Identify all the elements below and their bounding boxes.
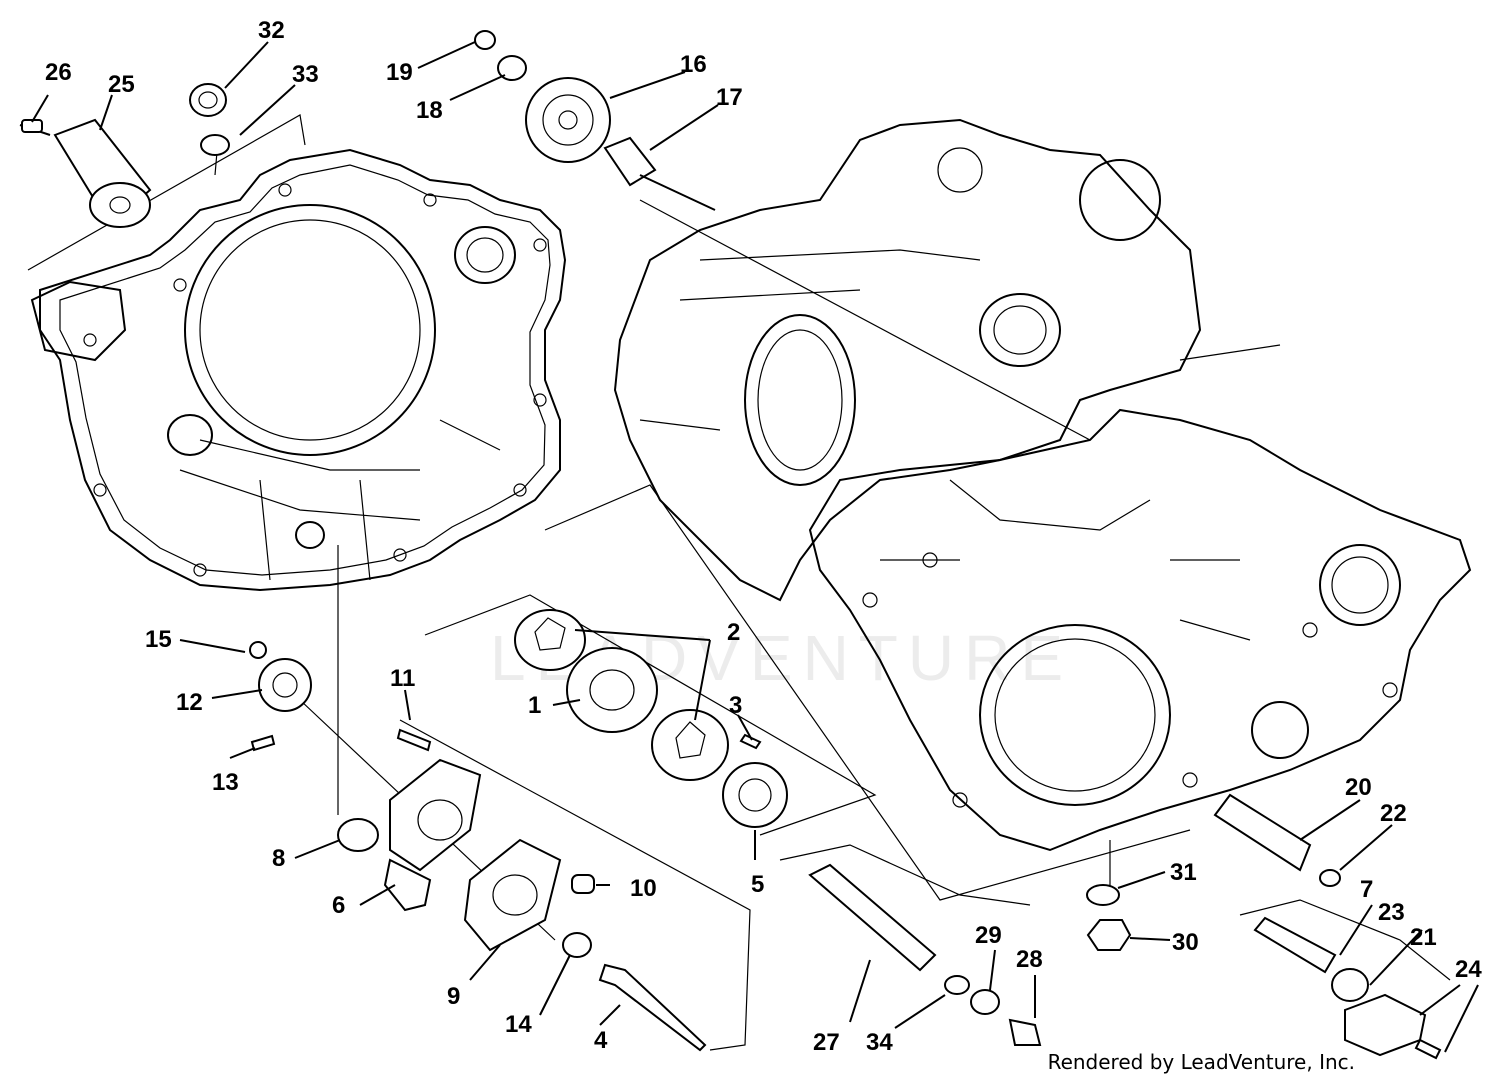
oil-strainers-drawing bbox=[808, 793, 1442, 1060]
callout-29: 29 bbox=[975, 922, 1002, 949]
callout-6: 6 bbox=[332, 892, 345, 919]
callout-15: 15 bbox=[145, 626, 172, 653]
oil-pump-rotors-drawing bbox=[514, 609, 788, 828]
callout-24: 24 bbox=[1455, 956, 1482, 983]
callout-3: 3 bbox=[729, 692, 742, 719]
callout-19: 19 bbox=[386, 59, 413, 86]
callout-31: 31 bbox=[1170, 859, 1197, 886]
callout-30: 30 bbox=[1172, 929, 1199, 956]
callout-33: 33 bbox=[292, 61, 319, 88]
callout-26: 26 bbox=[45, 59, 72, 86]
oil-pump-cover-drawing bbox=[249, 641, 707, 1052]
callout-17: 17 bbox=[716, 84, 743, 111]
callout-25: 25 bbox=[108, 71, 135, 98]
callouts: 1 2 3 4 5 6 7 8 9 10 11 12 13 14 15 16 1… bbox=[45, 17, 1482, 1056]
callout-12: 12 bbox=[176, 689, 203, 716]
leader-lines bbox=[31, 41, 1479, 1053]
callout-16: 16 bbox=[680, 51, 707, 78]
callout-8: 8 bbox=[272, 845, 285, 872]
callout-11: 11 bbox=[390, 665, 415, 692]
crankcase-halves-drawing bbox=[613, 118, 1472, 852]
callout-13: 13 bbox=[212, 769, 239, 796]
callout-1: 1 bbox=[528, 692, 541, 719]
callout-22: 22 bbox=[1380, 800, 1407, 827]
callout-23: 23 bbox=[1378, 899, 1405, 926]
callout-7: 7 bbox=[1360, 876, 1373, 903]
oil-filter-drawing bbox=[19, 118, 152, 228]
callout-14: 14 bbox=[505, 1011, 532, 1038]
callout-9: 9 bbox=[447, 983, 460, 1010]
callout-4: 4 bbox=[594, 1027, 608, 1054]
callout-18: 18 bbox=[416, 97, 443, 124]
callout-32: 32 bbox=[258, 17, 285, 44]
callout-28: 28 bbox=[1016, 946, 1043, 973]
footer-credit: Rendered by LeadVenture, Inc. bbox=[1047, 1050, 1355, 1074]
callout-27: 27 bbox=[813, 1029, 840, 1056]
crankcase-cover-drawing bbox=[30, 148, 567, 592]
idler-gear-drawing bbox=[474, 30, 716, 211]
oil-screw-plug-drawing bbox=[189, 83, 230, 156]
callout-5: 5 bbox=[751, 871, 764, 898]
callout-21: 21 bbox=[1410, 924, 1437, 951]
callout-34: 34 bbox=[866, 1029, 893, 1056]
guide-lines bbox=[27, 114, 1451, 1051]
callout-10: 10 bbox=[630, 875, 657, 902]
callout-20: 20 bbox=[1345, 774, 1372, 801]
callout-2: 2 bbox=[727, 619, 740, 646]
